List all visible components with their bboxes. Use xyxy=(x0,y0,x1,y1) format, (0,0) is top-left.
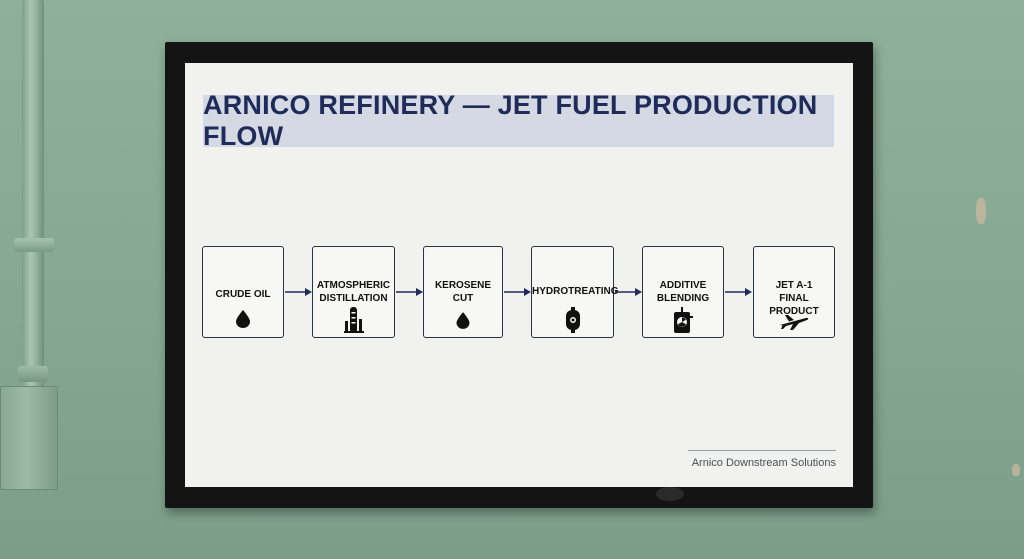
oil-drop-icon xyxy=(236,310,250,328)
flow-stage-kerosene-cut: KEROSENE CUT xyxy=(423,246,503,338)
footer-brand: Arnico Downstream Solutions xyxy=(691,457,836,469)
title-banner: ARNICO REFINERY — JET FUEL PRODUCTION FL… xyxy=(203,90,834,151)
wall-paint-chip xyxy=(976,198,986,224)
flow-stage-hydrotreating: HYDROTREATING xyxy=(531,246,619,338)
flow-arrow xyxy=(725,288,752,296)
flow-arrow xyxy=(285,288,312,296)
poster-title: ARNICO REFINERY — JET FUEL PRODUCTION FL… xyxy=(203,90,818,151)
oil-drop-icon xyxy=(456,312,470,329)
frame-bumper xyxy=(656,487,684,501)
conduit-clamp xyxy=(14,238,54,252)
distillation-column-icon xyxy=(343,307,364,333)
flow-stage-additive-blending: ADDITIVE BLENDING xyxy=(642,246,724,338)
stage-label: HYDROTREATING xyxy=(532,286,619,297)
wall-conduit-pipe xyxy=(22,0,44,395)
flow-arrow xyxy=(504,288,531,296)
stage-label: KEROSENE CUT xyxy=(434,280,492,304)
footer-divider xyxy=(688,450,836,451)
wall-paint-chip xyxy=(1012,464,1020,476)
blending-tank-icon xyxy=(674,307,693,333)
stage-label: JET A-1 FINAL PRODUCT xyxy=(769,280,819,317)
flow-stage-atmospheric-distillation: ATMOSPHERIC DISTILLATION xyxy=(312,246,395,338)
stage-label: ADDITIVE BLENDING xyxy=(656,280,710,304)
stage-label: ATMOSPHERIC DISTILLATION xyxy=(316,280,391,304)
reactor-vessel-icon xyxy=(565,307,580,333)
flow-stage-crude-oil: CRUDE OIL xyxy=(202,246,284,338)
conduit-fitting xyxy=(18,366,48,382)
flow-stage-jet-a1-final-product: JET A-1 FINAL PRODUCT xyxy=(753,246,835,338)
flow-arrow xyxy=(396,288,423,296)
stage-label: CRUDE OIL xyxy=(215,289,271,300)
airplane-icon xyxy=(780,315,809,330)
flow-arrow xyxy=(615,288,642,296)
electrical-junction-box xyxy=(0,386,58,490)
